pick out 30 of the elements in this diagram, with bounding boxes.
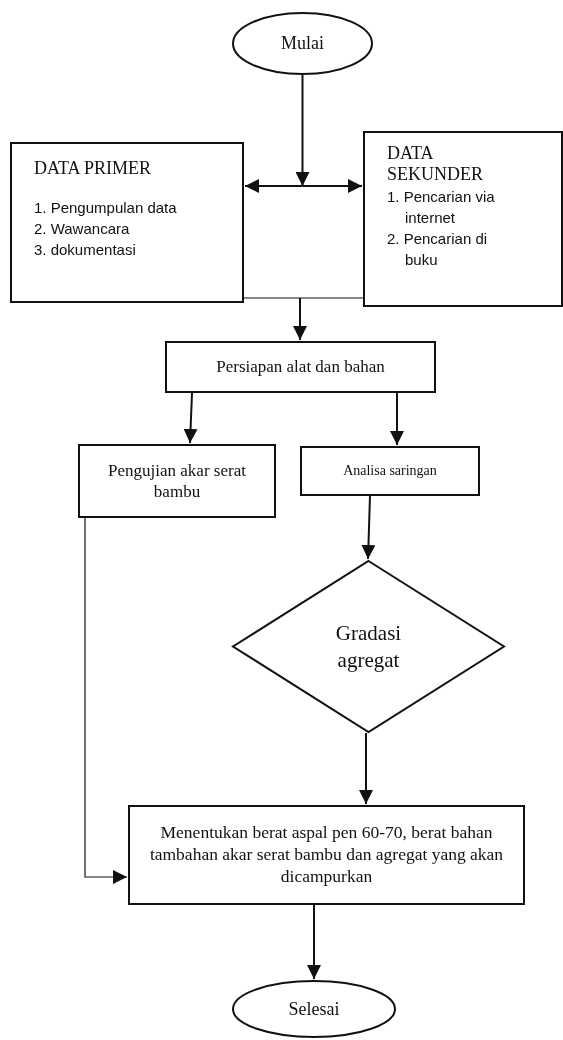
node-label: Selesai — [288, 997, 340, 1021]
node-label: Persiapan alat dan bahan — [216, 356, 385, 378]
arrow — [307, 904, 321, 980]
arrow — [295, 74, 310, 187]
arrow — [244, 179, 304, 193]
list-item: 2. Wawancara — [34, 218, 131, 239]
node-label: Pengujian akar serat bambu — [107, 459, 247, 503]
node-label: Analisa saringan — [343, 462, 437, 480]
arrow — [84, 517, 128, 884]
process-box — [165, 341, 436, 393]
box-heading: DATA SEKUNDER — [387, 143, 484, 185]
process-box — [128, 805, 525, 905]
process-box — [78, 444, 276, 518]
arrow — [361, 495, 376, 560]
list-item: 1. Pencarian via internet — [387, 187, 496, 229]
list-item: 2. Pencarian di buku — [387, 229, 489, 271]
arrow — [301, 179, 363, 193]
arrow — [390, 392, 404, 446]
arrow — [183, 392, 198, 444]
process-box — [300, 446, 480, 496]
list-item: 3. dokumentasi — [34, 239, 137, 260]
node-label: Menentukan berat aspal pen 60-70, berat bahan tambahan akar serat bambu dan agregat yang akan dicampurkan — [148, 822, 505, 888]
list-item: 1. Pengumpulan data — [34, 197, 178, 218]
data-box — [10, 142, 244, 303]
node-label: Mulai — [281, 32, 324, 55]
box-heading: DATA PRIMER — [34, 158, 153, 179]
node-label: Gradasi agregat — [334, 620, 403, 673]
data-box — [363, 131, 563, 307]
arrow — [293, 297, 307, 341]
arrow — [359, 732, 373, 805]
